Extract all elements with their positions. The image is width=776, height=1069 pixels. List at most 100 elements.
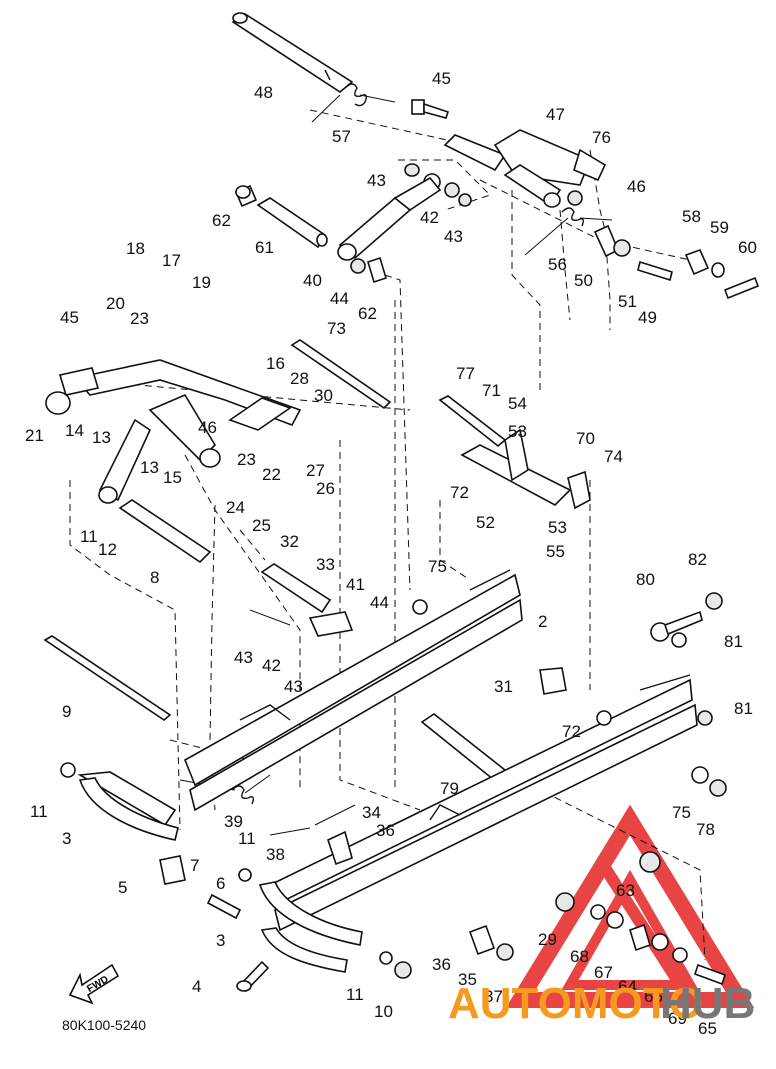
callout-44b: 44: [370, 593, 389, 612]
callout-78: 78: [696, 820, 715, 839]
callout-11c: 11: [238, 829, 256, 848]
hardware-78: [709, 779, 727, 797]
callout-68: 68: [570, 947, 589, 966]
callout-67: 67: [594, 963, 613, 982]
callout-24: 24: [226, 498, 245, 517]
callout-79: 79: [440, 779, 459, 798]
callout-70: 70: [576, 429, 595, 448]
callout-51: 51: [618, 292, 637, 311]
hardware-81b: [697, 710, 713, 726]
callout-6: 6: [216, 874, 225, 893]
callout-72b: 72: [562, 722, 581, 741]
callout-81a: 81: [724, 632, 743, 651]
callout-34: 34: [362, 803, 381, 822]
block-31: [539, 667, 567, 695]
callout-64: 64: [618, 977, 637, 996]
hardware-66: [651, 933, 669, 951]
bolt-77: [438, 395, 507, 448]
slide-rail-2-right: [269, 674, 698, 932]
shaft-61: [256, 197, 328, 249]
callout-52: 52: [476, 513, 495, 532]
callout-56: 56: [548, 255, 567, 274]
callout-49: 49: [638, 308, 657, 327]
callout-46a: 46: [627, 177, 646, 196]
shaft-33: [308, 611, 354, 637]
callout-82: 82: [688, 550, 707, 569]
bracket-47: [443, 129, 607, 208]
callout-77: 77: [456, 364, 475, 383]
hardware-68: [590, 904, 606, 920]
bushings-44-62: [350, 256, 387, 284]
parts-linework: [43, 12, 760, 993]
watermark-text-hub: HUB: [660, 979, 755, 1028]
hardware-81a: [671, 632, 687, 648]
callout-35: 35: [458, 970, 477, 989]
callout-75b: 75: [672, 803, 691, 822]
hardware-75b: [691, 766, 709, 784]
callout-75a: 75: [428, 557, 447, 576]
clip-5: [159, 855, 186, 885]
collar-35: [468, 924, 496, 956]
hardware-64: [629, 923, 651, 952]
callout-15: 15: [163, 468, 182, 487]
callout-42a: 42: [420, 208, 439, 227]
shaft-32: [260, 563, 332, 614]
callout-8: 8: [150, 568, 159, 587]
bolt-73: [290, 339, 392, 410]
hardware-37: [496, 943, 514, 961]
callout-4: 4: [192, 977, 201, 996]
hardware-11b: [60, 762, 76, 778]
hardware-67: [606, 911, 624, 929]
callout-54: 54: [508, 394, 527, 413]
callout-74: 74: [604, 447, 623, 466]
hardware-10: [394, 961, 412, 979]
hardware-29: [555, 892, 575, 912]
callout-59: 59: [710, 218, 729, 237]
callout-81b: 81: [734, 699, 753, 718]
callout-43d: 43: [284, 677, 303, 696]
shock-40: [337, 176, 442, 261]
callout-43c: 43: [234, 648, 253, 667]
collar-62-top: [234, 184, 258, 208]
callout-3a: 3: [62, 829, 71, 848]
callout-29: 29: [538, 930, 557, 949]
lever-12: [98, 418, 152, 504]
collar-34: [327, 830, 353, 866]
callout-44a: 44: [330, 289, 349, 308]
callout-76: 76: [592, 128, 611, 147]
callout-45b: 45: [60, 308, 79, 327]
callout-71: 71: [482, 381, 501, 400]
callout-43b: 43: [444, 227, 463, 246]
bolt-9: [43, 635, 172, 721]
callout-36a: 36: [376, 821, 395, 840]
bushing-51: [613, 239, 631, 257]
callout-23b: 23: [237, 450, 256, 469]
callout-39: 39: [224, 812, 243, 831]
collar-21: [45, 391, 71, 415]
bolt-6: [206, 893, 242, 920]
link-80: [650, 610, 703, 642]
hardware-82: [705, 592, 723, 610]
callout-28: 28: [290, 369, 309, 388]
callout-38: 38: [266, 845, 285, 864]
callout-33: 33: [316, 555, 335, 574]
callout-43a: 43: [367, 171, 386, 190]
block-58: [684, 248, 710, 276]
callout-55: 55: [546, 542, 565, 561]
washer-59: [711, 262, 725, 278]
callout-46b: 46: [198, 418, 217, 437]
bolt-60: [723, 276, 760, 300]
spring-39: [231, 785, 255, 805]
diagram-code: 80K100-5240: [62, 1017, 146, 1033]
callout-63: 63: [616, 881, 635, 900]
callout-47: 47: [546, 105, 565, 124]
callout-2: 2: [538, 612, 547, 631]
callout-62a: 62: [212, 211, 231, 230]
callout-73: 73: [327, 319, 346, 338]
hardware-72b: [596, 710, 612, 726]
callout-10: 10: [374, 1002, 393, 1021]
callout-7: 7: [190, 856, 199, 875]
callout-53b: 53: [548, 518, 567, 537]
hardware-75a: [412, 599, 428, 615]
callout-69: 69: [668, 1009, 687, 1028]
